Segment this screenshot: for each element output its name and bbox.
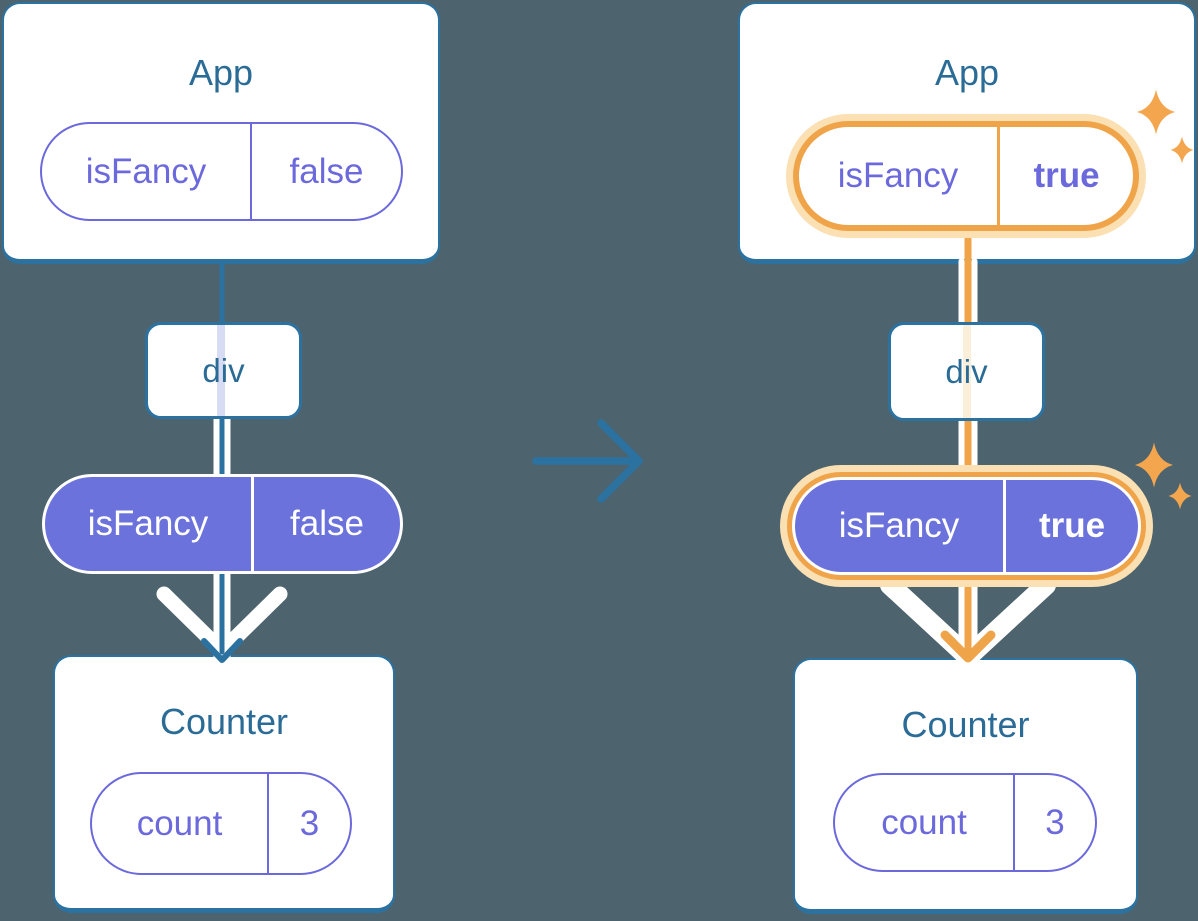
right-arrowhead-icon: [940, 630, 996, 663]
right-white-chevron-arrow: [880, 575, 1056, 667]
prop-pill-name: isFancy: [87, 504, 209, 543]
left-counter-title: Counter: [159, 701, 289, 742]
right-prop-pill-highlighted: isFancy true: [792, 477, 1141, 575]
sparkle-icon: [1168, 482, 1192, 510]
right-div-label: div: [945, 352, 988, 390]
left-app-state-pill: isFancy false: [40, 122, 403, 221]
prop-pill-value: false: [251, 477, 400, 571]
left-prop-pill: isFancy false: [42, 474, 403, 574]
left-app-title: App: [188, 52, 254, 93]
state-pill-value: false: [250, 124, 401, 219]
prop-pill-value: true: [1003, 480, 1138, 572]
right-app-title: App: [934, 52, 1000, 93]
state-pill-name: isFancy: [837, 156, 959, 195]
left-white-chevron-arrow: [156, 586, 288, 659]
sparkle-icon: [1135, 442, 1173, 488]
right-div-box: div: [888, 322, 1045, 421]
state-pill-value: 3: [1013, 775, 1095, 870]
left-div-box: div: [145, 322, 302, 419]
left-div-label: div: [202, 351, 245, 389]
transition-arrow-icon: [597, 419, 643, 503]
right-app-state-pill-highlighted: isFancy true: [793, 121, 1139, 231]
state-pill-name: count: [881, 802, 967, 842]
state-pill-value: true: [997, 127, 1133, 225]
right-counter-state-pill: count 3: [833, 773, 1097, 872]
right-passthrough-stripe: [963, 325, 971, 418]
prop-pill-name: isFancy: [838, 506, 960, 545]
state-pill-value: 3: [267, 774, 350, 873]
left-passthrough-stripe: [217, 325, 225, 416]
right-counter-title: Counter: [901, 704, 1030, 745]
left-counter-state-pill: count 3: [90, 772, 352, 875]
state-pill-name: count: [136, 803, 223, 843]
state-pill-name: isFancy: [85, 151, 207, 191]
